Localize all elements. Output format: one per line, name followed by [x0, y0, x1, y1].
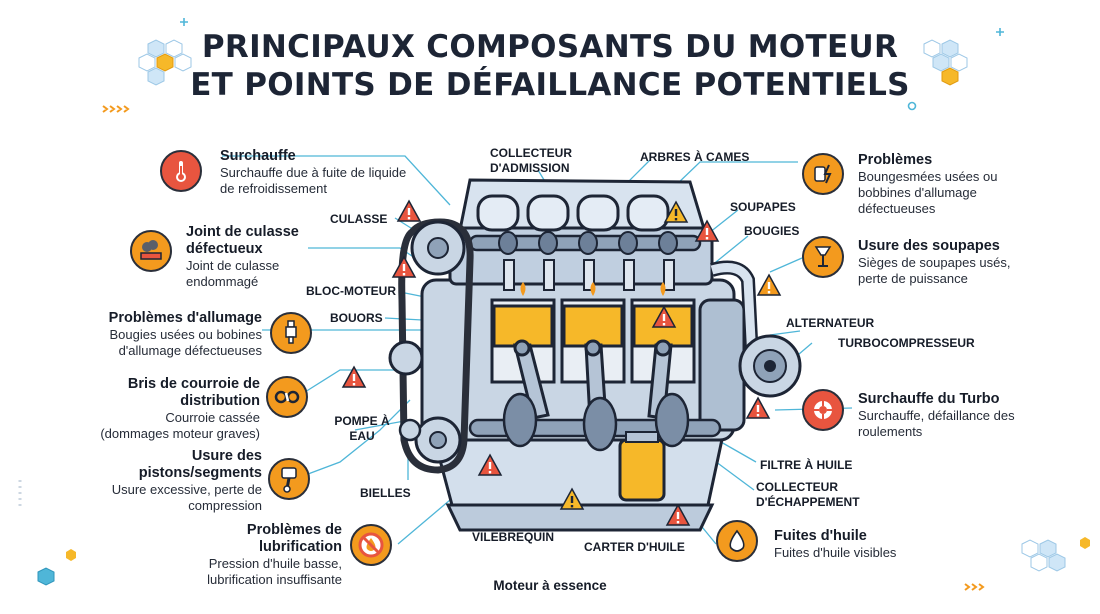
decor-hexagons-bottom	[18, 480, 1090, 591]
issue-fuites: Fuites d'huile Fuites d'huile visibles	[774, 528, 954, 561]
issue-allumage: Problèmes d'allumage Bougies usées ou bo…	[70, 310, 262, 359]
issue-title: Problèmes de lubrification	[246, 522, 342, 555]
valve-icon	[802, 236, 844, 278]
gasket-smoke-icon	[130, 230, 172, 272]
label-bougies: BOUGIES	[744, 224, 800, 238]
warning-triangles	[341, 199, 782, 526]
no-oil-icon	[350, 524, 392, 566]
issue-title: Fuites d'huile	[774, 528, 867, 544]
decor-hexagons-top-right	[907, 28, 1004, 111]
oil-drop-icon	[716, 520, 758, 562]
issue-turbo: Surchauffe du Turbo Surchauffe, défailla…	[858, 391, 1038, 440]
label-collecteur-echappement: COLLECTEUR D'ÉCHAPPEMENT	[756, 480, 860, 509]
label-arbres-a-cames: ARBRES À CAMES	[640, 150, 750, 164]
spark-plug-icon	[270, 312, 312, 354]
issue-title: Surchauffe	[220, 148, 296, 164]
issue-desc: Boungesmées usées ou bobbines d'allumage…	[858, 169, 998, 216]
label-bouors: BOUORS	[330, 311, 383, 325]
page-title: PRINCIPAUX COMPOSANTS DU MOTEUR ET POINT…	[0, 28, 1100, 104]
title-line-2: ET POINTS DE DÉFAILLANCE POTENTIELS	[190, 67, 910, 103]
issue-soupapes: Usure des soupapes Sièges de soupapes us…	[858, 238, 1038, 287]
issue-desc: Joint de culasse endommagé	[186, 258, 280, 289]
issue-problemes: Problèmes Boungesmées usées ou bobbines …	[858, 152, 1038, 217]
issue-joint-culasse: Joint de culasse défectueux Joint de cul…	[186, 224, 316, 290]
issue-surchauffe: Surchauffe Surchauffe due à fuite de liq…	[220, 148, 410, 197]
issue-title: Surchauffe du Turbo	[858, 391, 1000, 407]
label-culasse: CULASSE	[330, 212, 388, 226]
label-filtre-a-huile: FILTRE À HUILE	[760, 458, 853, 472]
label-carter-huile: CARTER D'HUILE	[584, 540, 685, 554]
issue-desc: Fuites d'huile visibles	[774, 545, 897, 560]
thermometer-icon	[160, 150, 202, 192]
diagram-caption: Moteur à essence	[493, 578, 607, 593]
issue-desc: Bougies usées ou bobines d'allumage défe…	[109, 327, 262, 358]
label-alternateur: ALTERNATEUR	[786, 316, 875, 330]
engine-illustration	[388, 178, 802, 532]
label-bloc-moteur: BLOC-MOTEUR	[306, 284, 396, 298]
issue-lubrification: Problèmes de lubrification Pression d'hu…	[186, 522, 342, 588]
ignition-coil-icon	[802, 153, 844, 195]
issue-pistons: Usure des pistons/segments Usure excessi…	[110, 448, 262, 514]
issue-desc: Surchauffe, défaillance des roulements	[858, 408, 1015, 439]
issue-desc: Sièges de soupapes usés, perte de puissa…	[858, 255, 1011, 286]
issue-title: Bris de courroie de distribution	[127, 376, 260, 409]
issue-title: Joint de culasse défectueux	[186, 224, 299, 257]
piston-icon	[268, 458, 310, 500]
issue-title: Usure des soupapes	[858, 238, 1000, 254]
label-turbocompresseur: TURBOCOMPRESSEUR	[838, 336, 975, 350]
broken-belt-icon	[266, 376, 308, 418]
issue-desc: Courroie cassée (dommages moteur graves)	[100, 410, 260, 441]
label-pompe-a-eau: POMPE À EAU	[334, 414, 390, 443]
title-line-1: PRINCIPAUX COMPOSANTS DU MOTEUR	[201, 29, 899, 65]
issue-title: Usure des pistons/segments	[138, 448, 262, 481]
decor-hexagons-top-left	[102, 18, 192, 113]
turbo-icon	[802, 389, 844, 431]
label-collecteur-admission: COLLECTEUR D'ADMISSION	[490, 146, 572, 175]
issue-desc: Surchauffe due à fuite de liquide de ref…	[220, 165, 407, 196]
label-vilebrequin: VILEBREQUIN	[472, 530, 555, 544]
label-soupapes: SOUPAPES	[730, 200, 796, 214]
issue-title: Problèmes	[858, 152, 933, 168]
issue-courroie: Bris de courroie de distribution Courroi…	[96, 376, 260, 442]
label-bielles: BIELLES	[360, 486, 411, 500]
issue-desc: Pression d'huile basse, lubrification in…	[207, 556, 342, 587]
issue-desc: Usure excessive, perte de compression	[111, 482, 262, 513]
issue-title: Problèmes d'allumage	[108, 310, 262, 326]
